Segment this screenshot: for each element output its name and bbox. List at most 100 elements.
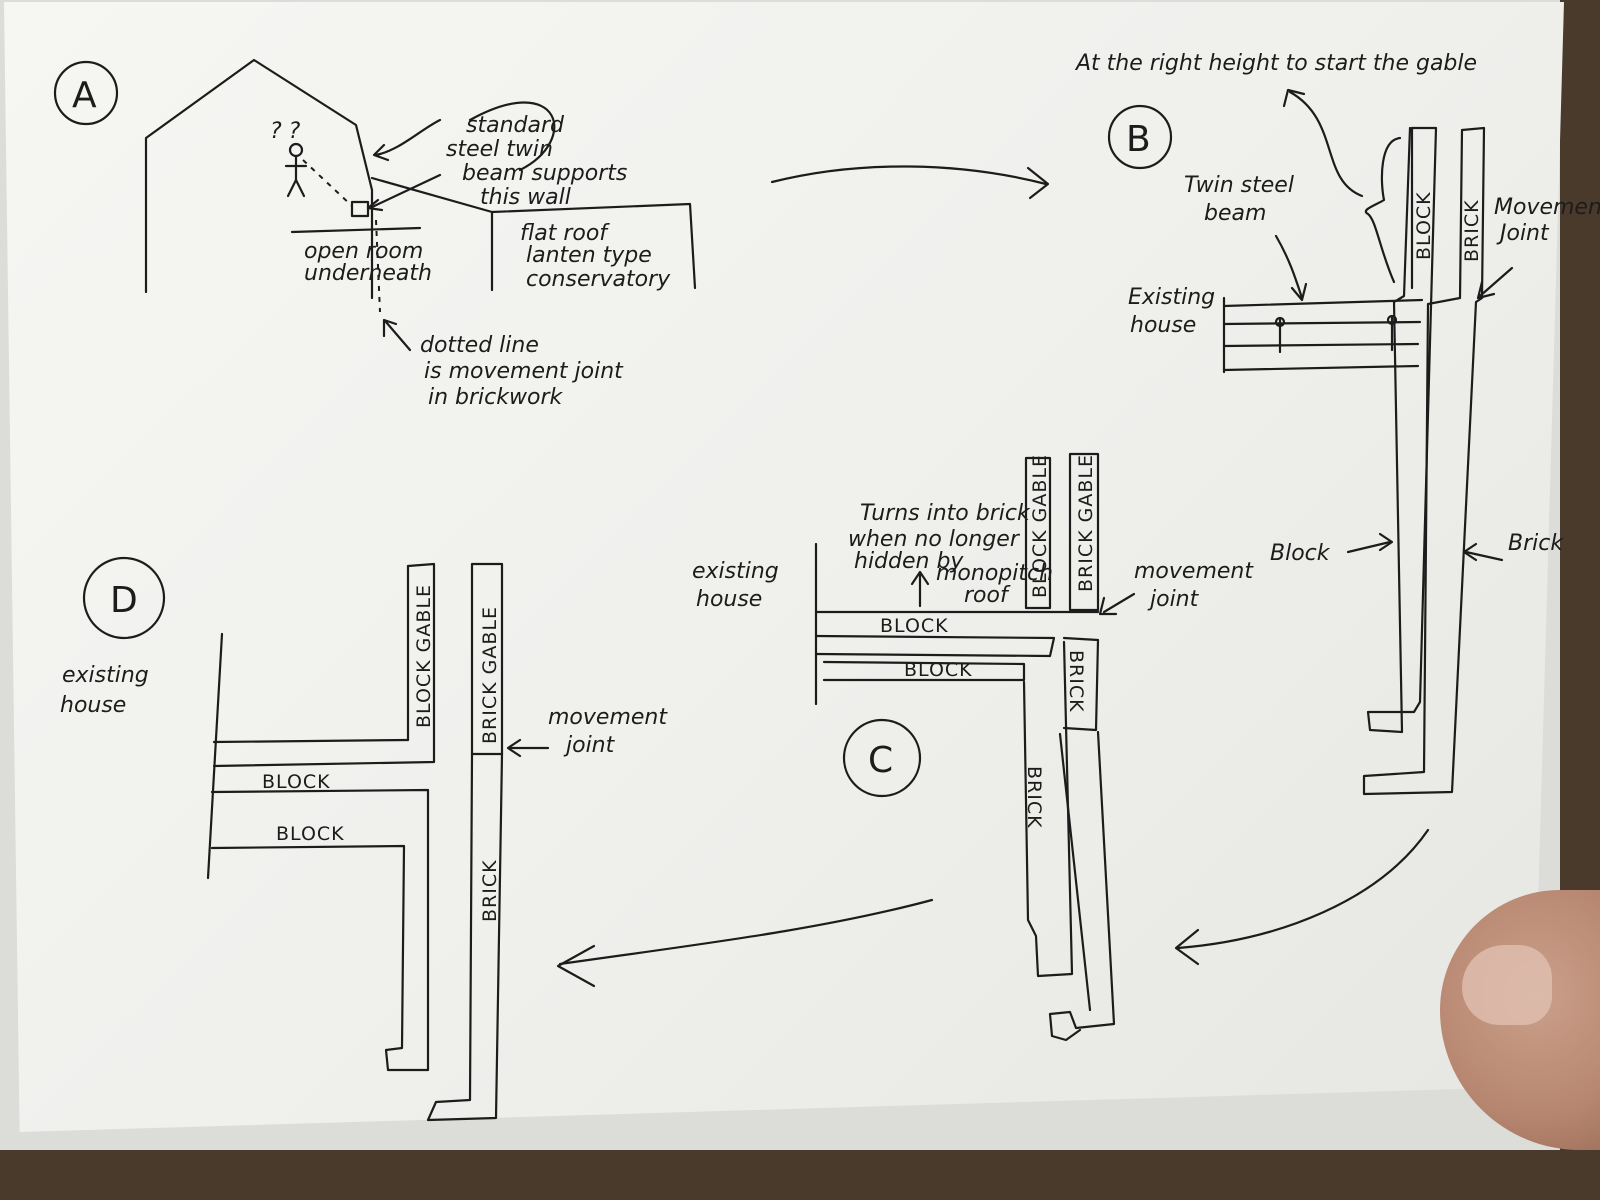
existing-house-b-1: Existing: [1128, 285, 1215, 310]
conservatory-1: flat roof: [520, 221, 610, 246]
arrow-a-to-b-head: [1026, 166, 1050, 200]
block-gable-d: [212, 562, 436, 768]
block-c-bottom-text: BLOCK: [904, 659, 973, 681]
brick-gable-c: [1068, 452, 1100, 612]
open-room-1: open room: [304, 239, 423, 264]
existing-house-d-wall: [206, 632, 224, 880]
arrow-c-to-d: [558, 898, 934, 966]
conservatory-2: lanten type: [526, 243, 652, 268]
brick-leg-d: [426, 752, 504, 1122]
block-vertical: BLOCK: [1413, 191, 1435, 260]
dotted-note-2: is movement joint: [424, 359, 624, 384]
block-leg-c: [1022, 640, 1074, 978]
arrow-head-beam: [1290, 282, 1308, 302]
brick-vertical: BRICK: [1461, 199, 1483, 262]
arrow-to-dotted: [384, 320, 412, 352]
twin-steel-2: beam: [1204, 201, 1266, 226]
existing-house-d-1: existing: [62, 663, 149, 688]
movement-joint-dotted: [375, 219, 381, 313]
paper-sheet: [4, 2, 1564, 1132]
sketch-d: D existing house BLOCK GABLE BRICK GABLE…: [60, 556, 668, 1122]
arrow-head-joint-d: [506, 738, 522, 758]
movement-c-2: joint: [1147, 587, 1200, 612]
block-d-bottom-text: BLOCK: [276, 823, 345, 845]
brick-gable-d-text: BRICK GABLE: [479, 606, 501, 744]
beam-line-2: [1222, 320, 1422, 326]
dotted-note-3: in brickwork: [428, 385, 564, 410]
arrow-to-beam-note: [468, 101, 556, 172]
person-leg: [294, 178, 306, 198]
brick-label-b: Brick: [1508, 531, 1564, 556]
movement-b-1: Movement: [1494, 195, 1600, 220]
beam-note-2: steel twin: [446, 137, 553, 162]
brick-short-c: [1062, 636, 1100, 732]
label-c: C: [868, 740, 893, 781]
existing-house-c-2: house: [696, 587, 762, 612]
label-a-circle: [53, 60, 119, 126]
movement-c-1: movement: [1134, 559, 1254, 584]
open-room-2: underneath: [304, 261, 432, 286]
existing-house-b-2: house: [1130, 313, 1196, 338]
turns-note-4: monopitch: [936, 561, 1053, 586]
block-gable-c: [1024, 456, 1052, 610]
arrow-head-up-c: [910, 570, 930, 586]
brick-leg-c: [1048, 730, 1116, 1042]
movement-d-1: movement: [548, 705, 668, 730]
person-body: [286, 154, 298, 198]
label-d: D: [110, 580, 138, 621]
person-head: [288, 142, 304, 158]
sight-line: [302, 159, 353, 207]
arrow-head-block-b: [1378, 532, 1394, 552]
conservatory-roof: [370, 176, 697, 290]
arrow-b-to-c: [1176, 828, 1430, 950]
existing-house-c-1: existing: [692, 559, 779, 584]
block-gable-d-text: BLOCK GABLE: [413, 584, 435, 728]
arrow-to-joint-c: [1102, 592, 1136, 614]
twin-steel-1: Twin steel: [1184, 173, 1294, 198]
beam-line-3: [1222, 342, 1420, 348]
floor-line: [290, 226, 422, 234]
arrow-head-brick-b: [1462, 542, 1478, 562]
bolt-2-head: [1386, 314, 1398, 326]
arrow-to-square: [368, 173, 442, 210]
turns-note-3: hidden by: [854, 549, 964, 574]
arrow-head-joint-c: [1098, 596, 1118, 616]
arrow-to-gable-note: [1288, 90, 1364, 198]
block-d-top-text: BLOCK: [262, 771, 331, 793]
brick-leg-c-inner: [1058, 732, 1092, 1012]
question-marks: ? ?: [270, 119, 301, 144]
arrow-to-wall: [374, 118, 442, 157]
bolt-1-head: [1274, 316, 1286, 328]
block-label-b: Block: [1270, 541, 1331, 566]
arrow-head-square: [366, 198, 384, 212]
label-b-circle: [1107, 104, 1173, 170]
block-row-c-mid: [814, 634, 1056, 658]
beam-note-4: this wall: [480, 185, 571, 210]
label-b: B: [1126, 119, 1151, 160]
arrow-head-joint-b: [1476, 280, 1496, 300]
beam-square: [350, 200, 370, 218]
existing-house-d-2: house: [60, 693, 126, 718]
movement-d-2: joint: [563, 733, 616, 758]
arrow-to-joint-b: [1478, 266, 1514, 298]
label-c-circle: [842, 718, 922, 798]
brick-gable-d: [470, 562, 504, 756]
arrow-head-wall: [372, 143, 390, 162]
sketch-a: A ? ?: [53, 58, 697, 410]
arrow-c-to-d-head: [556, 944, 596, 988]
beam-note-3: beam supports: [462, 161, 627, 186]
brick-gable-c-text: BRICK GABLE: [1075, 454, 1097, 592]
brick-wall-outline: [1362, 126, 1486, 796]
turns-note-2: when no longer: [848, 527, 1021, 552]
arrow-a-to-b: [770, 165, 1048, 186]
label-a: A: [72, 75, 97, 116]
gable-note: At the right height to start the gable: [1074, 51, 1477, 76]
arrow-to-beam: [1274, 234, 1304, 300]
gable-brace: [1364, 136, 1402, 284]
turns-note-5: roof: [964, 583, 1011, 608]
brick-long-c-text: BRICK: [1023, 766, 1045, 829]
sketch-b: At the right height to start the gable B…: [1074, 51, 1600, 796]
movement-b-2: Joint: [1496, 221, 1550, 246]
